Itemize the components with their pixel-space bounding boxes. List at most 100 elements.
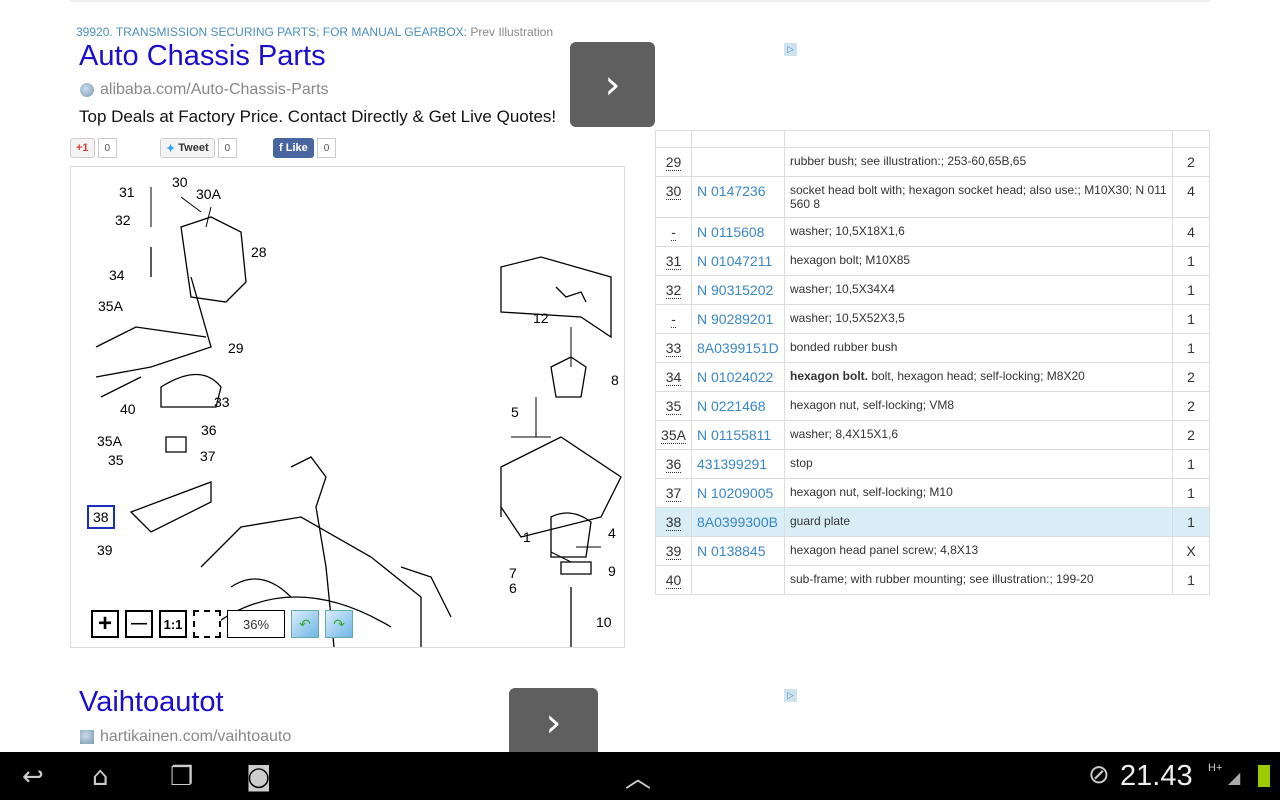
callout-12[interactable]: 12 — [533, 310, 549, 326]
part-number-link[interactable]: N 01024022 — [691, 362, 785, 392]
callout-33[interactable]: 33 — [214, 394, 230, 410]
callout-34[interactable]: 34 — [109, 267, 125, 283]
table-row[interactable]: 32 N 90315202 washer; 10,5X34X4 1 — [655, 275, 1210, 305]
callout-29[interactable]: 29 — [228, 340, 244, 356]
menu-up-icon[interactable]: ︿ — [625, 764, 652, 794]
callout-30a[interactable]: 30A — [196, 186, 221, 202]
callout-35a[interactable]: 35A — [98, 298, 123, 314]
callout-37[interactable]: 37 — [200, 448, 216, 464]
position-link[interactable]: 32 — [665, 282, 682, 299]
parts-diagram[interactable]: 31 30 30A 32 28 34 35A 29 40 33 35A 36 3… — [70, 166, 625, 648]
part-number-link[interactable]: N 90289201 — [691, 304, 785, 334]
rotate-right-icon[interactable]: ↷ — [325, 610, 353, 638]
position-link[interactable]: 30 — [665, 183, 682, 200]
fb-like-button[interactable]: f Like — [273, 138, 314, 158]
callout-40[interactable]: 40 — [120, 401, 136, 417]
table-row[interactable]: - N 90289201 washer; 10,5X52X3,5 1 — [655, 304, 1210, 334]
part-number-link[interactable] — [691, 565, 785, 595]
back-icon[interactable]: ↩ — [22, 762, 44, 792]
callout-39[interactable]: 39 — [97, 542, 113, 558]
position-link[interactable]: 31 — [665, 253, 682, 270]
table-row[interactable]: 35 N 0221468 hexagon nut, self-locking; … — [655, 391, 1210, 421]
table-row[interactable]: 39 N 0138845 hexagon head panel screw; 4… — [655, 536, 1210, 566]
callout-10[interactable]: 10 — [596, 614, 612, 630]
ad-arrow-button[interactable]: › — [570, 42, 655, 127]
tweet-button[interactable]: ✦ Tweet — [160, 138, 215, 158]
callout-6[interactable]: 6 — [509, 580, 517, 596]
recent-apps-icon[interactable]: ❐ — [170, 762, 194, 792]
table-row[interactable]: 40 sub-frame; with rubber mounting; see … — [655, 565, 1210, 595]
callout-9[interactable]: 9 — [608, 563, 616, 579]
callout-4[interactable]: 4 — [608, 525, 616, 541]
position-link[interactable]: 36 — [665, 456, 682, 473]
part-number-link[interactable]: N 10209005 — [691, 478, 785, 508]
fit-button[interactable] — [193, 610, 221, 638]
callout-28[interactable]: 28 — [251, 244, 267, 260]
part-number-link[interactable]: N 0115608 — [691, 217, 785, 247]
breadcrumb-section-link[interactable]: 39920. TRANSMISSION SECURING PARTS; FOR … — [76, 25, 467, 39]
position-cell: 40 — [655, 565, 692, 595]
position-link[interactable]: 38 — [665, 514, 682, 531]
zoom-out-button[interactable]: — — [125, 610, 153, 638]
position-link[interactable]: 29 — [665, 154, 682, 171]
callout-1[interactable]: 1 — [523, 529, 531, 545]
screenshot-camera-icon[interactable]: ◙ — [246, 762, 272, 792]
table-row[interactable]: 30 N 0147236 socket head bolt with; hexa… — [655, 176, 1210, 218]
part-number-link[interactable]: N 0138845 — [691, 536, 785, 566]
position-link[interactable]: - — [671, 224, 676, 241]
ad-url[interactable]: alibaba.com/Auto-Chassis-Parts — [80, 81, 329, 99]
position-link[interactable]: 34 — [665, 369, 682, 386]
ad2-arrow-button[interactable]: › — [509, 688, 598, 758]
table-row[interactable]: 38 8A0399300B guard plate 1 — [655, 507, 1210, 537]
rotate-left-icon[interactable]: ↶ — [291, 610, 319, 638]
ad2-title-link[interactable]: Vaihtoautot — [79, 686, 224, 718]
position-link[interactable]: 35 — [665, 398, 682, 415]
ad-title-link[interactable]: Auto Chassis Parts — [79, 40, 326, 72]
part-number-link[interactable]: 8A0399300B — [691, 507, 785, 537]
callout-35[interactable]: 35 — [108, 452, 124, 468]
callout-38-selected[interactable]: 38 — [87, 505, 115, 529]
part-number-link[interactable] — [691, 147, 785, 177]
callout-5[interactable]: 5 — [511, 404, 519, 420]
callout-8[interactable]: 8 — [611, 372, 619, 388]
adchoices-icon[interactable]: ▷ — [784, 43, 797, 56]
table-row[interactable]: - N 0115608 washer; 10,5X18X1,6 4 — [655, 217, 1210, 247]
part-number-link[interactable]: N 0147236 — [691, 176, 785, 218]
part-number-link[interactable]: N 90315202 — [691, 275, 785, 305]
position-link[interactable]: 35A — [661, 427, 686, 444]
table-row[interactable]: 34 N 01024022 hexagon bolt. bolt, hexago… — [655, 362, 1210, 392]
gplus-button[interactable]: +1 — [70, 138, 95, 158]
ad2-url[interactable]: hartikainen.com/vaihtoauto — [80, 728, 291, 746]
table-row[interactable]: 29 rubber bush; see illustration:; 253-6… — [655, 147, 1210, 177]
position-link[interactable]: 39 — [665, 543, 682, 560]
part-number-link[interactable]: 8A0399151D — [691, 333, 785, 363]
adchoices-icon-2[interactable]: ▷ — [784, 689, 797, 702]
part-number-link[interactable]: N 01047211 — [691, 246, 785, 276]
callout-35a-lower[interactable]: 35A — [97, 433, 122, 449]
callout-7[interactable]: 7 — [509, 565, 517, 581]
zoom-reset-button[interactable]: 1:1 — [159, 610, 187, 638]
position-link[interactable]: 33 — [665, 340, 682, 357]
table-row[interactable]: 36 431399291 stop 1 — [655, 449, 1210, 479]
table-row[interactable]: 37 N 10209005 hexagon nut, self-locking;… — [655, 478, 1210, 508]
part-number-link[interactable]: N 01155811 — [691, 420, 785, 450]
table-row[interactable]: 31 N 01047211 hexagon bolt; M10X85 1 — [655, 246, 1210, 276]
position-link[interactable]: 37 — [665, 485, 682, 502]
part-number-link[interactable]: 431399291 — [691, 449, 785, 479]
callout-31[interactable]: 31 — [119, 184, 135, 200]
callout-36[interactable]: 36 — [201, 422, 217, 438]
home-icon[interactable]: ⌂ — [92, 762, 109, 792]
table-row[interactable]: 35A N 01155811 washer; 8,4X15X1,6 2 — [655, 420, 1210, 450]
zoom-in-button[interactable]: + — [91, 610, 119, 638]
table-row[interactable]: 33 8A0399151D bonded rubber bush 1 — [655, 333, 1210, 363]
position-link[interactable]: 40 — [665, 572, 682, 589]
prev-illustration-link[interactable]: Prev Illustration — [470, 25, 554, 39]
position-link[interactable]: - — [671, 311, 676, 328]
position-cell: 38 — [655, 507, 692, 537]
callout-30[interactable]: 30 — [172, 174, 188, 190]
callout-32[interactable]: 32 — [115, 212, 131, 228]
part-number-link[interactable]: N 0221468 — [691, 391, 785, 421]
